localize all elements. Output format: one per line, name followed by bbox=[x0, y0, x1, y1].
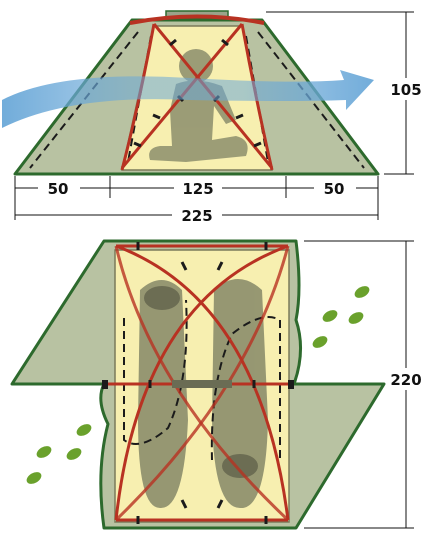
top-pole-clips bbox=[136, 242, 268, 524]
top-pole-b bbox=[114, 244, 289, 521]
top-view: 220 bbox=[10, 239, 426, 530]
airflow-arrow-icon bbox=[2, 70, 374, 128]
side-view: 105 50 125 50 225 bbox=[2, 10, 424, 225]
top-door-left bbox=[123, 299, 188, 445]
right-vestibule-label: 50 bbox=[324, 180, 345, 198]
left-vestibule-outline bbox=[29, 31, 139, 169]
left-vestibule-label: 50 bbox=[48, 180, 69, 198]
person-silhouette-icon bbox=[149, 49, 248, 162]
pole-clips bbox=[133, 38, 262, 148]
right-vestibule-outline bbox=[257, 31, 365, 169]
top-pole-a bbox=[115, 244, 290, 521]
top-stake-left bbox=[102, 380, 108, 389]
center-hub bbox=[172, 380, 232, 388]
left-door-outline bbox=[127, 35, 152, 163]
ridge-pole bbox=[129, 14, 265, 25]
length-label: 220 bbox=[390, 371, 421, 389]
footprints-icon bbox=[26, 286, 370, 484]
inner-width-label: 125 bbox=[182, 180, 213, 198]
height-label: 105 bbox=[390, 81, 421, 99]
total-length-label: 225 bbox=[181, 207, 212, 225]
top-stake-right bbox=[288, 380, 294, 389]
